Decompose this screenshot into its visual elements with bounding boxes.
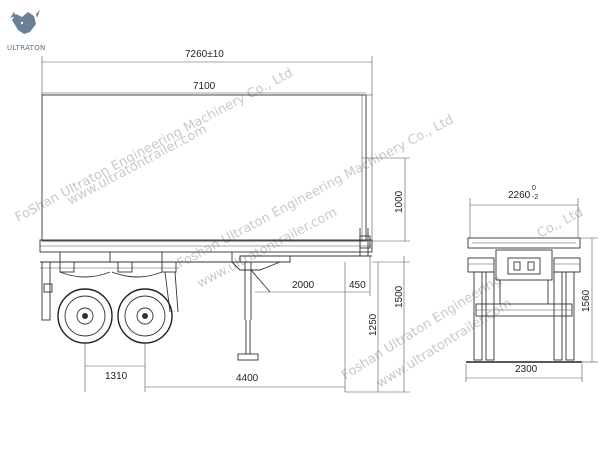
bull-head-icon — [10, 10, 40, 34]
rear-width-top-dim: 2260 0 -2 — [469, 185, 579, 238]
overall-length-label: 7260±10 — [185, 49, 224, 60]
axle-to-leg-dim: 4400 — [145, 262, 346, 392]
watermark-url: www.ultratontrailer.com — [65, 122, 210, 209]
watermark-company: FoShan Ultraton Engineering Machinery Co… — [13, 66, 296, 226]
king-pin-dim: 2000 450 — [255, 256, 371, 296]
ultraton-logo: ULTRATON — [7, 10, 46, 52]
wheel-front — [57, 288, 113, 344]
coupling-height-label: 1500 — [394, 285, 405, 308]
rear-width-label: 2260 — [508, 190, 531, 201]
logo-text: ULTRATON — [7, 44, 46, 52]
rear-height-dim: 1560 — [578, 237, 598, 363]
landing-leg — [237, 262, 271, 361]
side-height-label: 1000 — [394, 190, 405, 213]
rear-top-rail — [467, 237, 581, 249]
overall-width-dim: 2300 — [465, 364, 583, 382]
rear-center-frame — [475, 249, 573, 317]
overall-length-dim: 7260±10 — [41, 49, 373, 240]
overall-width-label: 2300 — [515, 364, 538, 375]
body-length-dim: 7100 — [42, 81, 366, 94]
king-pin-label: 2000 — [292, 280, 315, 291]
body-length-label: 7100 — [193, 81, 216, 92]
rear-height-label: 1560 — [581, 289, 592, 312]
leg-offset-label: 450 — [349, 280, 366, 291]
axle-spacing-dim: 1310 — [84, 344, 146, 392]
suspension — [59, 261, 179, 313]
deck-height-label: 1250 — [368, 313, 379, 336]
rear-width-tol-bottom: -2 — [532, 194, 538, 201]
rear-bumper — [41, 261, 53, 321]
axle-spacing-label: 1310 — [105, 371, 128, 382]
watermark-company-2: Foshan Ultraton Engineering Machinery Co… — [175, 112, 456, 271]
axle-to-leg-label: 4400 — [236, 373, 259, 384]
side-view: 7260±10 7100 — [39, 49, 410, 393]
side-wall — [41, 94, 372, 242]
watermarks: FoShan Ultraton Engineering Machinery Co… — [13, 66, 586, 392]
rear-wheel-right — [553, 257, 581, 361]
wheel-rear — [117, 288, 173, 344]
rear-view: 2260 0 -2 — [465, 185, 598, 382]
rear-width-tol-top: 0 — [532, 185, 536, 192]
side-height-dim: 1000 — [362, 157, 410, 242]
deck-height-dim: 1250 1500 — [345, 256, 410, 393]
